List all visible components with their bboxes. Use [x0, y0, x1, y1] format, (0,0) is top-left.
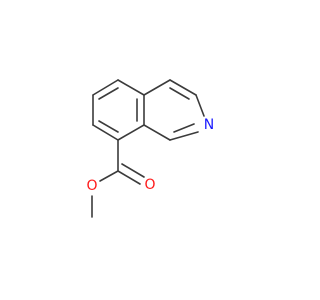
bond-carbonyl-o-double — [117, 170, 141, 185]
bond-c1-c8a — [143, 124, 171, 141]
bond-c3-n2 — [195, 94, 205, 117]
bond-carbonyl-o-single — [99, 170, 119, 182]
bond-c5-c6-inner — [98, 87, 119, 100]
bond-n2-c1-inner — [173, 123, 195, 133]
bond-c4a-c4 — [143, 79, 171, 96]
bond-c4-c3 — [169, 79, 197, 96]
nitrogen-label-bg — [201, 117, 217, 133]
carbonyl-oxygen-atom-label: O — [144, 177, 155, 193]
bond-c7-c8 — [92, 124, 119, 141]
nitrogen-atom-label: N — [204, 117, 214, 133]
bond-carbonyl-o-double-inner — [121, 163, 145, 178]
bond-c4a-c5 — [117, 79, 145, 96]
bond-c8-c8a — [117, 124, 145, 141]
ester-oxygen-atom-label: O — [86, 178, 97, 194]
bonds — [91, 79, 205, 218]
molecule-structure: N O O — [84, 79, 217, 218]
carbonyl-oxygen-label-bg — [142, 177, 158, 193]
bond-c7-c8-inner — [98, 120, 119, 133]
bond-c5-c6 — [92, 79, 119, 96]
bond-c4-c3-inner — [169, 87, 190, 100]
atom-labels: N O O — [84, 117, 217, 194]
ester-oxygen-label-bg — [84, 178, 100, 194]
bond-n2-c1 — [169, 131, 199, 141]
